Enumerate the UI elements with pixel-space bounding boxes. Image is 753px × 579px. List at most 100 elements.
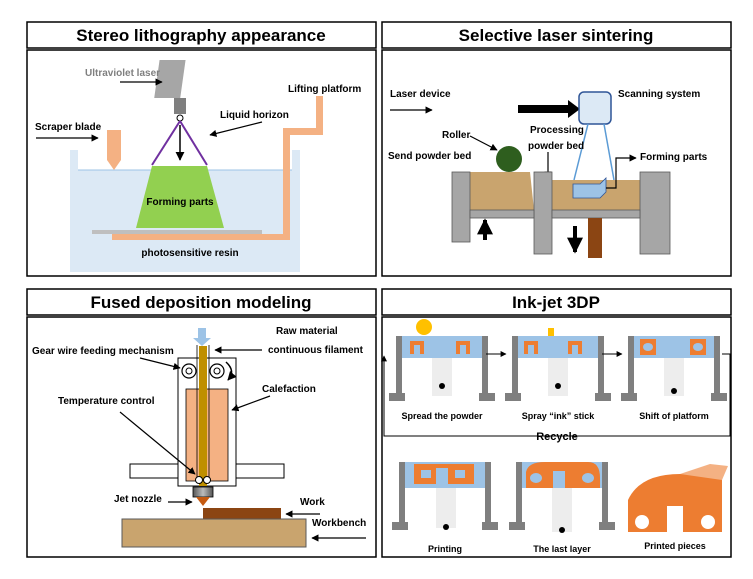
step2-base-left	[505, 393, 521, 401]
step3-post-right	[714, 336, 720, 396]
shift-platform-label: Shift of platform	[639, 411, 709, 421]
panel-fdm-title: Fused deposition modeling	[91, 293, 312, 312]
step4-piston	[436, 488, 456, 528]
panel-sls-title: Selective laser sintering	[459, 26, 654, 45]
gear-mechanism-label: Gear wire feeding mechanism	[32, 346, 174, 357]
scan-beam-right	[603, 123, 615, 181]
spread-powder-label: Spread the powder	[401, 411, 483, 421]
processing-platform	[551, 209, 641, 219]
step2-part-right-cut	[572, 345, 578, 354]
liquid-horizon-arrow	[209, 121, 263, 137]
panel-inkjet-title: Ink-jet 3DP	[512, 293, 600, 312]
uv-laser-tip	[176, 114, 184, 122]
step1-base-right	[479, 393, 495, 401]
step5-base-right	[599, 522, 615, 530]
laser-beam-right	[179, 120, 208, 166]
step3-part-left-hole	[643, 343, 653, 351]
tank-wall-right	[292, 150, 300, 272]
raw-material-label-2: continuous filament	[268, 345, 364, 356]
scraper-blade-label: Scraper blade	[35, 122, 102, 133]
step-shift-platform: Shift of platform	[621, 336, 727, 421]
nozzle-body	[192, 486, 214, 498]
recycle-loop	[383, 353, 731, 437]
filament-feed-arrow	[193, 328, 211, 346]
step-printed-pieces: Printed pieces	[628, 464, 728, 551]
step5-part-hole-mid	[553, 471, 565, 488]
laser-beam-left	[151, 120, 181, 166]
panel-sls: Selective laser sintering Laser device S…	[381, 21, 732, 277]
uv-laser-head	[154, 60, 186, 98]
step2-piston	[548, 358, 568, 396]
tank-wall-left	[70, 150, 78, 272]
arm-left	[129, 463, 179, 479]
panel-sla-title: Stereo lithography appearance	[76, 26, 325, 45]
sls-wall-3	[639, 171, 671, 255]
step2-part-left-cut	[528, 345, 534, 354]
step1-piston	[432, 358, 452, 396]
gear-mechanism-arrow	[139, 357, 181, 370]
lift-arm-top	[283, 128, 323, 135]
step4-part-hole-mid	[436, 468, 448, 484]
work-piece	[203, 508, 281, 519]
step5-piston-pin	[559, 527, 565, 533]
panel-inkjet-title-box	[381, 288, 732, 316]
sls-wall-1	[451, 171, 471, 243]
step2-piston-pin	[555, 383, 561, 389]
laser-beam-head	[568, 100, 580, 118]
step3-base-right	[711, 393, 727, 401]
send-powder-bed-label: Send powder bed	[388, 151, 471, 162]
printed-piece	[628, 474, 722, 532]
step1-base-left	[389, 393, 405, 401]
panel-fdm: Fused deposition modeling Raw material c…	[26, 288, 377, 558]
printed-piece-hole-left	[635, 515, 649, 529]
step4-base-right	[482, 522, 498, 530]
step5-part-hole-right	[582, 473, 594, 483]
uv-laser-label: Ultraviolet laser	[85, 68, 160, 79]
nozzle-tip	[196, 497, 210, 506]
step4-part-hole-right	[455, 470, 465, 478]
printing-label: Printing	[428, 544, 462, 554]
step3-part-right-hole	[693, 343, 703, 351]
build-plate	[92, 230, 262, 234]
scanning-system-label: Scanning system	[618, 89, 700, 100]
gear-left-inner	[185, 367, 193, 375]
panel-sla-title-box	[26, 21, 377, 49]
piston-rod	[588, 218, 602, 258]
sls-wall-2	[533, 171, 553, 255]
step2-base-right	[595, 393, 611, 401]
step1-piston-pin	[439, 383, 445, 389]
temp-sensor-right	[203, 476, 211, 484]
step4-base-left	[392, 522, 408, 530]
laser-device-label: Laser device	[390, 89, 451, 100]
panel-sls-title-box	[381, 21, 732, 49]
scanning-system	[578, 91, 612, 125]
step4-post-left	[399, 462, 405, 524]
processing-label-1: Processing	[530, 125, 584, 136]
step1-part-right-cut	[460, 345, 466, 354]
step1-post-left	[396, 336, 402, 396]
step3-post-left	[628, 336, 634, 396]
panel-inkjet: Ink-jet 3DP Spread the powder	[381, 288, 732, 558]
arm-right	[235, 463, 285, 479]
sla-forming-parts-label: Forming parts	[146, 197, 214, 208]
step5-base-left	[509, 522, 525, 530]
step-printing: Printing	[392, 462, 498, 554]
step3-base-left	[621, 393, 637, 401]
sls-forming-part	[572, 177, 607, 199]
calefaction-arrow	[231, 395, 271, 412]
sls-forming-parts-label: Forming parts	[640, 152, 708, 163]
printed-piece-hole-right	[701, 515, 715, 529]
sla-forming-part	[136, 166, 224, 228]
sls-forming-arrow	[606, 154, 637, 189]
step5-post-right	[602, 462, 608, 524]
panel-sla: Stereo lithography appearance Ultraviole…	[26, 21, 377, 277]
lift-arm-vertical	[283, 128, 290, 240]
step5-post-left	[516, 462, 522, 524]
step4-part-hole-left	[421, 470, 431, 478]
powder-spreader	[416, 319, 432, 335]
filament	[199, 346, 207, 486]
jet-nozzle-label: Jet nozzle	[114, 494, 162, 505]
step4-piston-pin	[443, 524, 449, 530]
roller-arrow	[469, 135, 498, 151]
send-platform	[469, 209, 535, 219]
